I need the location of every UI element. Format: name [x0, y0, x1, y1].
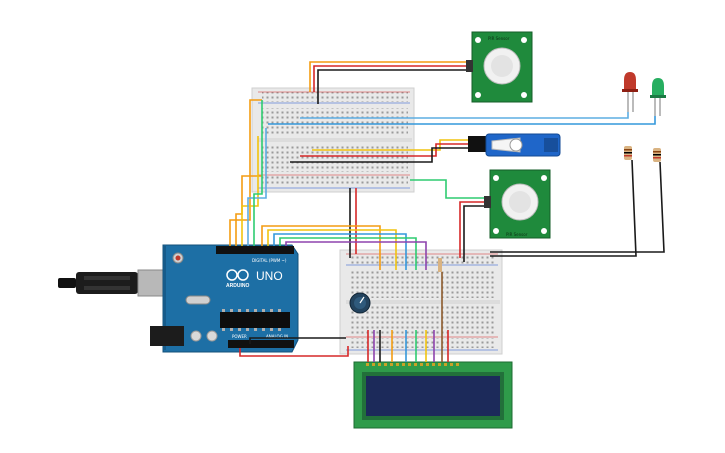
wires [229, 61, 665, 362]
pir-mid-label: PIR Sensor [506, 232, 528, 237]
arduino-logo-icon [226, 269, 249, 281]
lcd-display [353, 361, 513, 429]
digital-pins-label: DIGITAL (PWM ~) [252, 258, 287, 263]
board-model-label: UNO [256, 269, 283, 283]
usb-cable-icon [58, 269, 165, 297]
breadboard-top [251, 87, 415, 193]
board-brand-label: ARDUINO [226, 283, 249, 289]
led-icon [622, 72, 638, 112]
pir-top-label: PIR Sensor [488, 36, 510, 41]
led-green-icon [650, 78, 666, 116]
potentiometer-icon [349, 292, 371, 314]
power-pins-label: POWER [232, 334, 247, 339]
breadboard-bottom [339, 249, 503, 355]
servo-icon [468, 133, 561, 157]
arduino-uno-board: UNO ARDUINO DIGITAL (PWM ~) ANALOG IN PO… [150, 244, 299, 353]
pir-sensor-middle: PIR Sensor [484, 169, 551, 239]
resistor-icon [438, 146, 661, 272]
analog-pins-label: ANALOG IN [266, 334, 288, 339]
pir-sensor-top: PIR Sensor [466, 31, 533, 103]
